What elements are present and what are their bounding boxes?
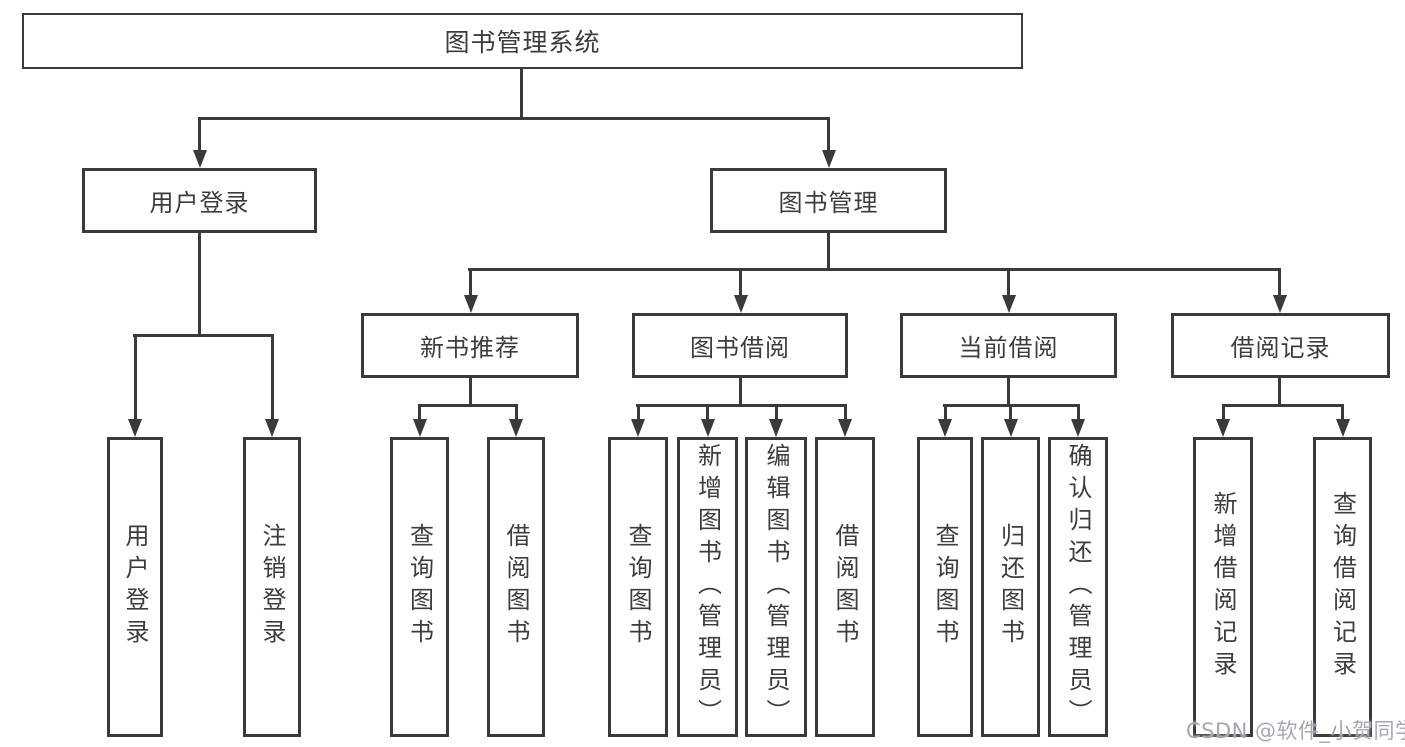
node-label: 查询图书 — [624, 523, 652, 651]
node-label: 新书推荐 — [420, 334, 520, 362]
connector-drop-current-borrow — [1007, 268, 1010, 296]
leaf-query-books-borrow: 查询图书 — [608, 437, 668, 737]
node-label: 用户登录 — [149, 189, 250, 217]
connector-drop — [775, 404, 778, 420]
arrowhead-icon — [265, 419, 279, 437]
node-label: 图书借阅 — [690, 334, 790, 362]
arrowhead-icon — [838, 419, 852, 437]
node-label: 查询借阅记录 — [1328, 491, 1357, 683]
leaf-confirm-return-admin: 确认归还（管理员） — [1048, 437, 1108, 737]
connector-drop-leaf-user-login — [134, 334, 137, 420]
arrowhead-icon — [1002, 295, 1016, 313]
node-label: 新增图书（管理员） — [693, 443, 722, 731]
arrowhead-icon — [193, 150, 207, 168]
connector-drop — [515, 404, 518, 420]
leaf-user-login: 用户登录 — [107, 437, 163, 737]
connector-drop-leaf-logout — [271, 334, 274, 420]
arrowhead-icon — [701, 419, 715, 437]
leaf-edit-books-admin: 编辑图书（管理员） — [745, 437, 807, 737]
node-label: 当前借阅 — [958, 334, 1059, 362]
connector-drop-book-borrow — [739, 268, 742, 296]
connector-drop — [1222, 404, 1225, 420]
node-label: 查询图书 — [405, 523, 434, 651]
arrowhead-icon — [464, 295, 478, 313]
node-label: 借阅图书 — [502, 523, 530, 651]
node-new-book-recommend: 新书推荐 — [361, 313, 579, 378]
connector-drop-new-book — [469, 268, 472, 296]
leaf-query-books-current: 查询图书 — [917, 437, 973, 737]
node-label: 图书管理系统 — [444, 28, 601, 57]
connector-book-management-hline — [468, 268, 1281, 271]
connector-drop — [706, 404, 709, 420]
connector-book-management-stem — [827, 233, 830, 270]
node-label: 借阅图书 — [831, 523, 859, 651]
arrowhead-icon — [128, 419, 142, 437]
arrowhead-icon — [1336, 419, 1350, 437]
node-label: 注销登录 — [258, 523, 286, 651]
connector-drop-book-management — [827, 117, 830, 152]
node-label: 查询图书 — [931, 523, 959, 651]
arrowhead-icon — [938, 419, 952, 437]
connector-new-book-hline — [418, 404, 518, 407]
node-current-borrow: 当前借阅 — [900, 313, 1117, 378]
leaf-borrow-books-recommend: 借阅图书 — [487, 437, 545, 737]
arrowhead-icon — [631, 419, 645, 437]
connector-drop — [844, 404, 847, 420]
arrowhead-icon — [822, 150, 836, 168]
node-user-login: 用户登录 — [82, 168, 317, 233]
leaf-borrow-books: 借阅图书 — [815, 437, 875, 737]
node-label: 图书管理 — [778, 189, 879, 217]
connector-user-login-hline — [133, 334, 274, 337]
node-book-borrow: 图书借阅 — [632, 313, 848, 378]
connector-new-book-stem — [469, 378, 472, 406]
node-label: 借阅记录 — [1230, 334, 1331, 362]
arrowhead-icon — [509, 419, 523, 437]
connector-drop-borrow-records — [1278, 268, 1281, 296]
leaf-return-books: 归还图书 — [981, 437, 1040, 737]
node-label: 确认归还（管理员） — [1064, 443, 1092, 731]
arrowhead-icon — [734, 295, 748, 313]
node-book-management: 图书管理 — [710, 168, 947, 233]
arrowhead-icon — [1273, 295, 1287, 313]
connector-user-login-stem — [198, 233, 201, 336]
connector-book-borrow-hline — [636, 404, 846, 407]
connector-current-borrow-stem — [1007, 378, 1010, 406]
leaf-query-borrow-record: 查询借阅记录 — [1313, 437, 1372, 737]
leaf-add-books-admin: 新增图书（管理员） — [677, 437, 738, 737]
node-label: 用户登录 — [121, 523, 149, 651]
node-borrow-records: 借阅记录 — [1171, 313, 1390, 378]
node-library-management-system: 图书管理系统 — [22, 13, 1023, 69]
leaf-add-borrow-record: 新增借阅记录 — [1193, 437, 1253, 737]
connector-borrow-records-stem — [1278, 378, 1281, 406]
connector-drop — [1009, 404, 1012, 420]
connector-root-stem — [520, 69, 523, 119]
node-label: 新增借阅记录 — [1209, 491, 1237, 683]
connector-drop — [418, 404, 421, 420]
leaf-logout: 注销登录 — [243, 437, 301, 737]
leaf-query-books-recommend: 查询图书 — [390, 437, 449, 737]
connector-drop — [637, 404, 640, 420]
arrowhead-icon — [413, 419, 427, 437]
csdn-watermark: CSDN @软件_小贺同学 — [1186, 719, 1405, 743]
connector-borrow-records-hline — [1222, 404, 1343, 407]
connector-drop — [1077, 404, 1080, 420]
connector-drop — [1341, 404, 1344, 420]
arrowhead-icon — [1071, 419, 1085, 437]
node-label: 归还图书 — [996, 523, 1025, 651]
node-label: 编辑图书（管理员） — [762, 443, 790, 731]
connector-root-hline — [198, 117, 830, 120]
arrowhead-icon — [1004, 419, 1018, 437]
connector-book-borrow-stem — [739, 378, 742, 406]
connector-drop-user-login — [198, 117, 201, 152]
arrowhead-icon — [769, 419, 783, 437]
connector-drop — [944, 404, 947, 420]
arrowhead-icon — [1216, 419, 1230, 437]
